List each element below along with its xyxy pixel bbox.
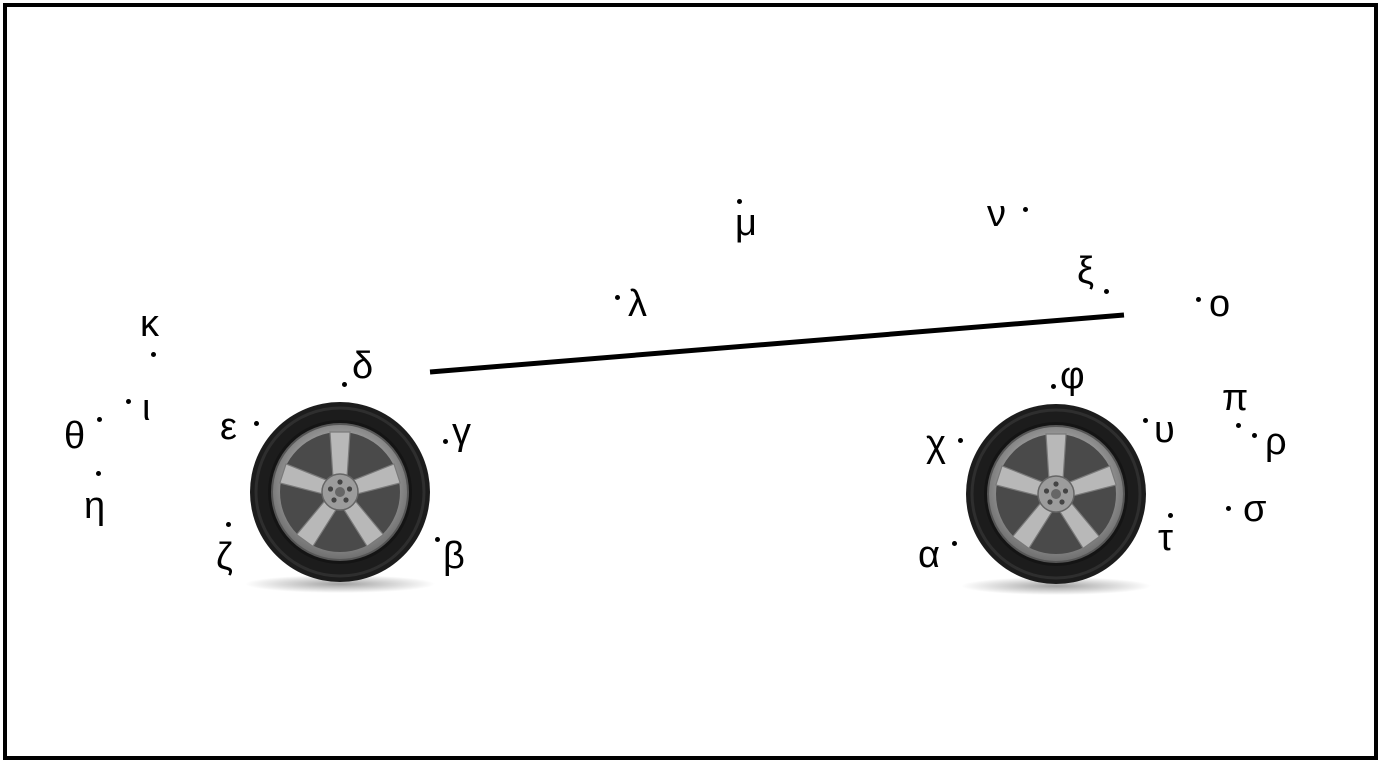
point-marker-nu [1023,207,1028,212]
point-marker-beta [435,537,440,542]
point-marker-eta [96,471,101,476]
point-marker-gamma [443,439,448,444]
point-marker-phi [1051,384,1056,389]
diagram-frame [3,3,1378,760]
point-marker-theta [97,417,102,422]
point-label-rho: ρ [1265,421,1287,463]
point-marker-rho [1252,433,1257,438]
point-marker-pi [1236,423,1241,428]
point-marker-omicron [1196,297,1201,302]
point-marker-chi [958,438,963,443]
front-wheel [959,402,1153,597]
point-marker-epsilon [254,421,259,426]
point-label-phi: φ [1060,355,1085,397]
point-label-eta: η [84,485,106,527]
point-label-epsilon: ε [220,406,237,448]
point-label-tau: τ [1158,517,1174,559]
point-marker-alpha [952,541,957,546]
point-label-zeta: ζ [216,536,233,578]
point-marker-mu [737,199,742,204]
point-marker-kappa [151,352,156,357]
chassis-line [429,312,1125,375]
point-label-omicron: ο [1209,283,1231,325]
point-label-iota: ι [142,387,151,429]
point-label-pi: π [1222,377,1249,419]
point-marker-lambda [615,295,620,300]
point-marker-xi [1104,289,1109,294]
point-marker-iota [126,399,131,404]
point-label-delta: δ [352,345,374,387]
point-label-gamma: γ [452,411,471,453]
point-label-nu: ν [987,193,1006,235]
point-label-sigma: σ [1243,488,1267,530]
rear-wheel [243,400,437,595]
point-marker-upsilon [1143,418,1148,423]
point-marker-delta [342,382,347,387]
point-label-kappa: κ [140,303,159,345]
point-label-chi: χ [926,423,946,465]
point-marker-zeta [226,522,231,527]
point-label-alpha: α [918,534,940,576]
point-label-beta: β [443,535,465,577]
point-label-upsilon: υ [1154,409,1175,451]
point-label-xi: ξ [1077,250,1095,292]
point-label-lambda: λ [628,283,647,325]
point-label-theta: θ [64,415,86,457]
point-label-mu: μ [735,202,757,244]
point-marker-tau [1168,513,1173,518]
point-marker-sigma [1226,506,1231,511]
